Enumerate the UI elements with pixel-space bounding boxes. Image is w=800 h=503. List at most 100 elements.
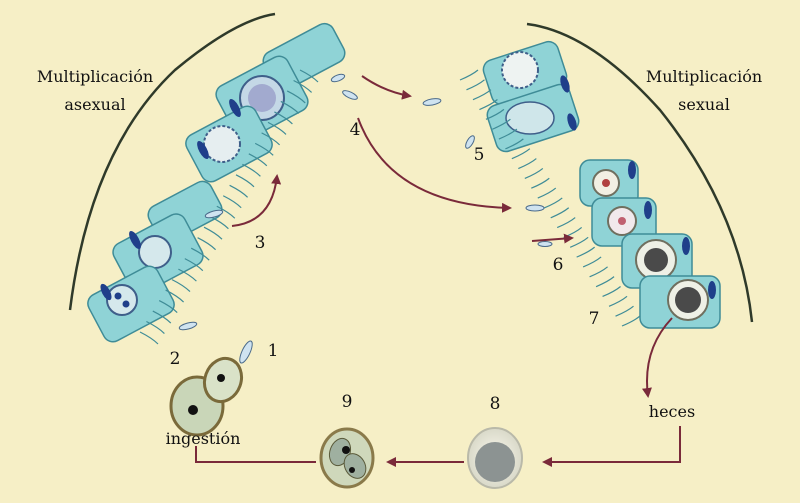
arrow-ingestion bbox=[195, 446, 316, 463]
oocyst-core bbox=[644, 248, 668, 272]
sexual-cells bbox=[482, 40, 721, 329]
nucleus bbox=[122, 300, 130, 308]
nucleus bbox=[567, 113, 577, 131]
microvillus bbox=[190, 247, 210, 261]
microvillus bbox=[576, 246, 596, 258]
asexual-title-line1: Multiplicación bbox=[37, 67, 153, 86]
microvillus bbox=[222, 195, 242, 209]
merozoite bbox=[178, 321, 198, 331]
trophozoite bbox=[106, 284, 138, 316]
asexual-title-line2: asexual bbox=[64, 95, 125, 114]
microvillus bbox=[595, 276, 615, 288]
nucleus bbox=[618, 217, 626, 225]
step-4: 4 bbox=[350, 120, 361, 140]
asexual-microvilli bbox=[139, 69, 319, 345]
arrow-merozoite-to-gametes bbox=[357, 117, 512, 213]
microvillus bbox=[485, 108, 505, 120]
step-9: 9 bbox=[342, 392, 353, 412]
microvillus bbox=[498, 128, 518, 140]
microvillus bbox=[178, 268, 197, 282]
nucleus bbox=[129, 230, 141, 250]
nucleus bbox=[114, 292, 122, 300]
microvillus bbox=[274, 111, 293, 125]
sexual-title-line2: sexual bbox=[678, 95, 730, 114]
nucleus bbox=[100, 283, 112, 301]
cycle-arrows bbox=[195, 75, 681, 467]
microvillus bbox=[197, 237, 217, 251]
sporozoite-nucleus bbox=[188, 405, 198, 415]
microvillus bbox=[505, 138, 524, 150]
microvillus bbox=[524, 167, 544, 179]
ingested-oocyst bbox=[169, 356, 244, 437]
nucleus bbox=[682, 237, 690, 255]
microvillus bbox=[492, 118, 511, 130]
microvillus bbox=[165, 289, 185, 303]
microvillus bbox=[544, 197, 563, 209]
free-parasites bbox=[178, 73, 553, 364]
arrow-feces-to-oocyst bbox=[542, 426, 681, 467]
oocyst-content bbox=[475, 442, 515, 482]
sporozoite-nucleus bbox=[342, 446, 350, 454]
microvillus bbox=[602, 286, 621, 298]
step-3: 3 bbox=[255, 233, 266, 253]
sexual-title-line1: Multiplicación bbox=[646, 67, 762, 86]
microvillus bbox=[608, 295, 628, 307]
microvillus bbox=[158, 300, 178, 313]
microvillus bbox=[254, 142, 274, 156]
microvillus bbox=[511, 148, 531, 160]
microvillus bbox=[550, 207, 570, 219]
nucleus bbox=[708, 281, 716, 299]
microvillus bbox=[582, 256, 602, 268]
microvillus bbox=[229, 184, 249, 198]
merozoite bbox=[342, 90, 358, 100]
microvillus bbox=[248, 153, 268, 167]
heces-label: heces bbox=[649, 402, 695, 421]
merozoite bbox=[465, 135, 475, 149]
sporozoite bbox=[239, 340, 253, 364]
merozoites bbox=[248, 84, 276, 112]
arrow-to-feces bbox=[642, 317, 673, 398]
microvillus bbox=[216, 205, 236, 219]
microvillus bbox=[171, 279, 191, 293]
microvillus bbox=[267, 121, 287, 135]
ingestion-label: ingestión bbox=[166, 429, 241, 448]
microvillus bbox=[569, 236, 589, 248]
microvillus bbox=[242, 163, 261, 177]
microgamont bbox=[505, 101, 555, 135]
nucleus bbox=[197, 140, 209, 160]
microvillus bbox=[184, 258, 204, 272]
microvillus bbox=[152, 310, 172, 324]
oocyst-core bbox=[675, 287, 701, 313]
nucleus bbox=[602, 179, 610, 187]
microvillus bbox=[537, 187, 557, 199]
microvillus bbox=[615, 305, 634, 317]
microvillus bbox=[472, 89, 492, 101]
infected-cell bbox=[138, 235, 172, 269]
microvillus bbox=[261, 132, 281, 146]
microvillus bbox=[210, 216, 229, 230]
sporulated-oocyst bbox=[319, 427, 375, 489]
asexual-bracket bbox=[68, 12, 276, 311]
microvillus bbox=[621, 315, 641, 327]
microvillus bbox=[280, 100, 300, 114]
step-2: 2 bbox=[170, 349, 181, 369]
sporozoite-nucleus bbox=[349, 467, 355, 473]
nucleus bbox=[644, 201, 652, 219]
step-8: 8 bbox=[490, 394, 501, 414]
microgamete bbox=[537, 241, 553, 247]
arrow-gamete-fusion bbox=[531, 233, 574, 244]
microvillus bbox=[556, 217, 576, 229]
microvillus bbox=[479, 99, 498, 111]
arrow-reinvasion bbox=[231, 174, 282, 227]
microvillus bbox=[531, 177, 550, 189]
trophozoite-cell bbox=[203, 125, 241, 163]
nucleus bbox=[560, 75, 570, 93]
microvillus bbox=[235, 174, 255, 188]
microvillus bbox=[139, 331, 159, 345]
sexual-bracket bbox=[526, 22, 754, 323]
microvillus bbox=[299, 69, 319, 83]
step-6: 6 bbox=[553, 255, 564, 275]
microvillus bbox=[589, 266, 608, 278]
step-1: 1 bbox=[268, 341, 279, 361]
